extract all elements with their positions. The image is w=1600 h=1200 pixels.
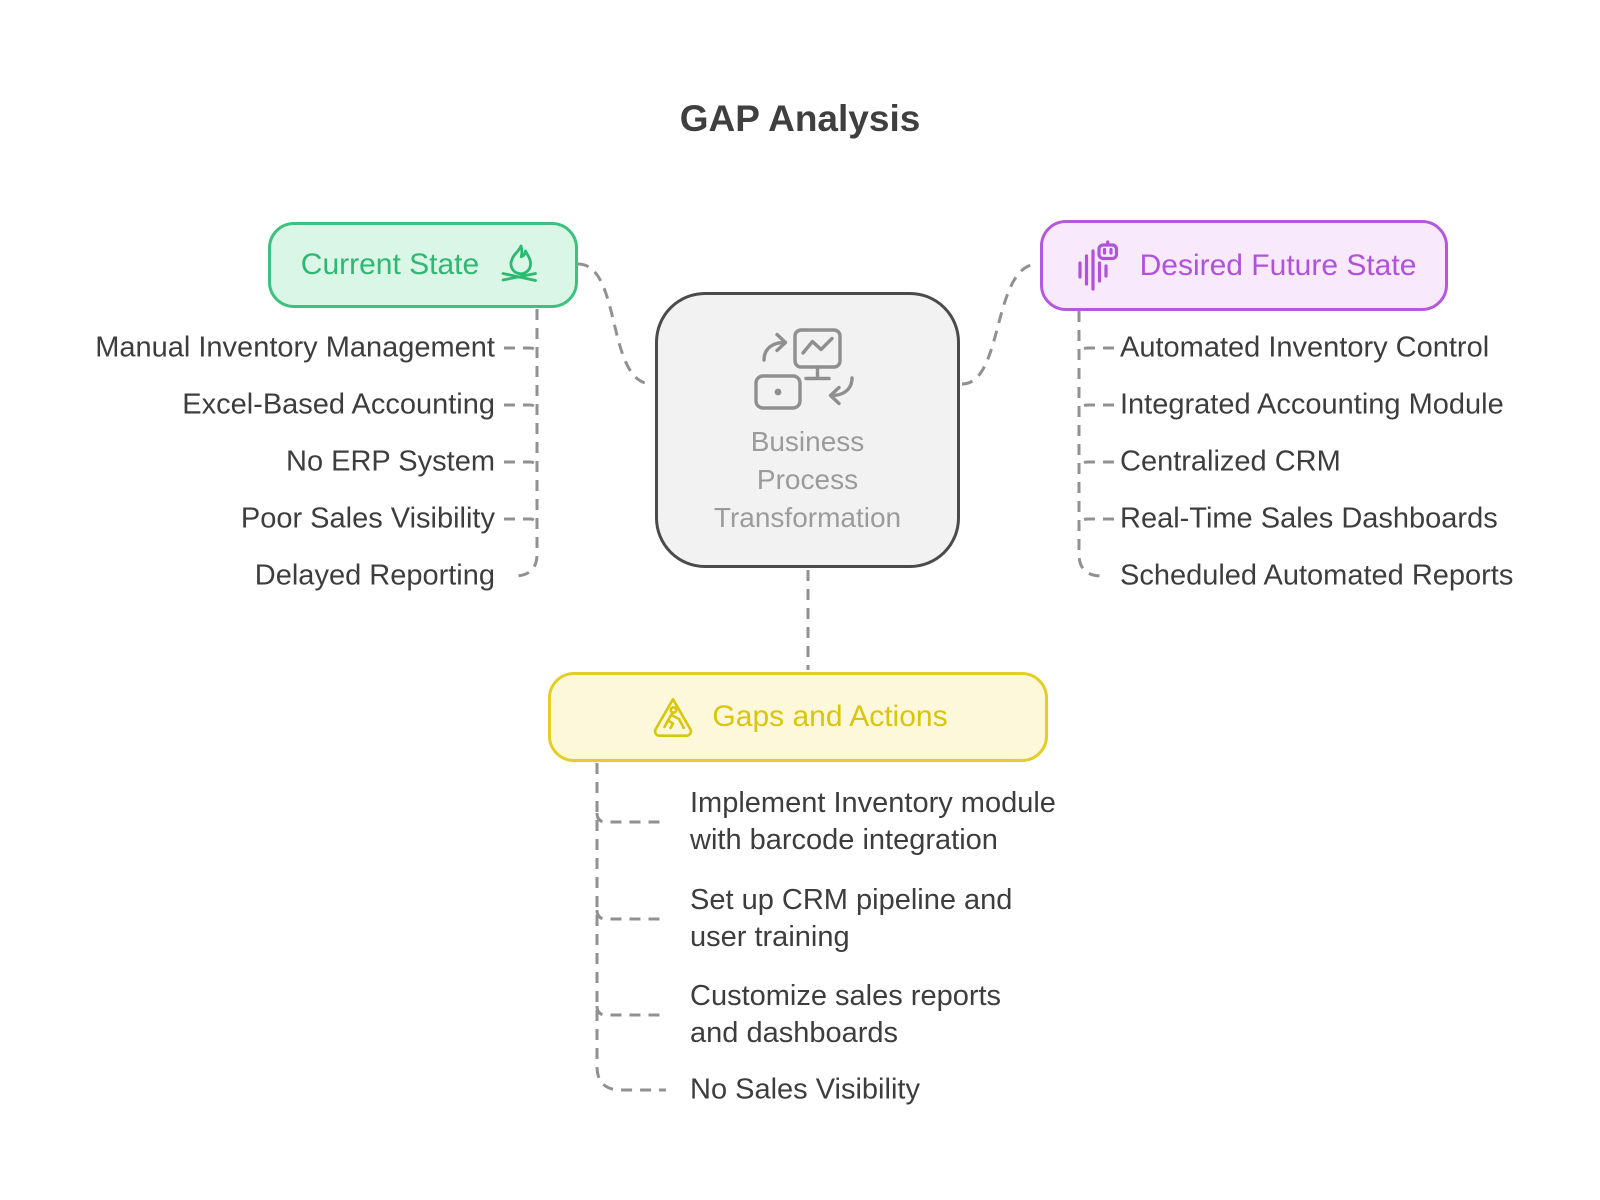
connector-gaps-stub (595, 909, 666, 921)
current-state-item: Poor Sales Visibility (240, 502, 495, 535)
connector-future-stub (1077, 460, 1114, 472)
connector-gaps-stub (595, 812, 666, 824)
gaps-and-actions-node: Gaps and Actions (548, 672, 1048, 762)
center-node-label: Business Process Transformation (713, 426, 902, 533)
gap-action-line: and dashboards (690, 1017, 898, 1049)
gap-action-line: Set up CRM pipeline and (690, 884, 1013, 916)
future-state-item: Centralized CRM (1120, 445, 1341, 478)
gaps-and-actions-label: Gaps and Actions (712, 700, 948, 733)
connector-center-to-future (961, 262, 1039, 386)
diagram-title: GAP Analysis (679, 98, 921, 139)
current-state-item: No ERP System (286, 445, 495, 478)
gap-action-line: Implement Inventory module (690, 787, 1056, 819)
future-state-item: Integrated Accounting Module (1120, 388, 1504, 421)
gap-action-item: Customize sales reports and dashboards (690, 978, 1001, 1052)
connector-gaps-stub (595, 1005, 666, 1017)
campfire-icon (493, 239, 545, 291)
gap-action-item: No Sales Visibility (690, 1072, 920, 1109)
roadwork-warning-icon (648, 692, 698, 742)
connector-gaps-trunk (595, 763, 666, 1092)
process-transformation-icon (747, 323, 869, 415)
connector-future-stub (1077, 346, 1114, 358)
current-state-item: Manual Inventory Management (95, 331, 495, 364)
future-state-node: Desired Future State (1040, 220, 1448, 311)
gap-action-line: No Sales Visibility (690, 1073, 920, 1106)
gap-action-line: user training (690, 921, 850, 953)
center-node: Business Process Transformation (655, 292, 960, 568)
future-state-item: Scheduled Automated Reports (1120, 559, 1514, 592)
current-state-node: Current State (268, 222, 578, 308)
current-state-item: Excel-Based Accounting (182, 388, 495, 421)
connector-future-stub (1077, 403, 1114, 415)
connector-future-stub (1077, 517, 1114, 529)
ai-waveform-robot-icon (1072, 239, 1126, 293)
connector-current-stub (504, 517, 539, 529)
connector-current-to-center (577, 262, 653, 386)
current-state-label: Current State (300, 248, 480, 281)
connector-future-trunk (1077, 311, 1103, 578)
future-state-item: Automated Inventory Control (1120, 331, 1490, 364)
connector-current-stub (504, 346, 539, 358)
gap-action-item: Implement Inventory module with barcode … (690, 785, 1056, 859)
connector-current-stub (504, 460, 539, 472)
gap-action-line: Customize sales reports (690, 980, 1002, 1012)
future-state-item: Real-Time Sales Dashboards (1120, 502, 1498, 535)
current-state-item: Delayed Reporting (254, 559, 495, 592)
future-state-label: Desired Future State (1139, 248, 1417, 282)
connector-current-trunk (513, 309, 539, 578)
gap-action-line: with barcode integration (690, 824, 998, 856)
gap-action-item: Set up CRM pipeline and user training (690, 882, 1012, 956)
connector-current-stub (504, 403, 539, 415)
